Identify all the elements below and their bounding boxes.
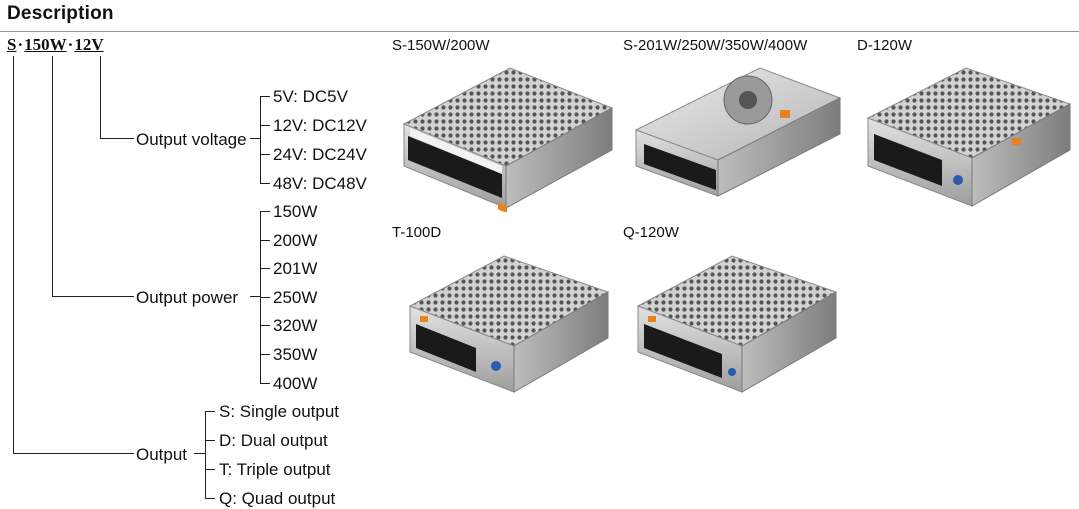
model-code: S·150W·12V bbox=[7, 35, 104, 55]
voltage-option: 24V: DC24V bbox=[273, 145, 367, 164]
product-image-d120w bbox=[862, 62, 1077, 212]
power-option: 400W bbox=[273, 374, 318, 393]
product-caption: S-150W/200W bbox=[392, 37, 490, 54]
page-title: Description bbox=[7, 3, 114, 24]
model-code-separator: · bbox=[67, 35, 74, 54]
product-caption: T-100D bbox=[392, 224, 442, 241]
output-type-option: Q: Quad output bbox=[219, 489, 336, 508]
model-code-series: S bbox=[7, 35, 17, 54]
product-image-s150w bbox=[398, 62, 618, 212]
product-caption: D-120W bbox=[857, 37, 913, 54]
model-code-power: 150W bbox=[24, 35, 67, 54]
product-caption: S-201W/250W/350W/400W bbox=[623, 37, 808, 54]
power-option: 200W bbox=[273, 231, 318, 250]
voltage-option: 5V: DC5V bbox=[273, 87, 348, 106]
power-option: 150W bbox=[273, 202, 318, 221]
product-image-q120w bbox=[632, 250, 842, 398]
power-option: 250W bbox=[273, 288, 318, 307]
product-image-t100d bbox=[404, 250, 614, 398]
output-type-option: D: Dual output bbox=[219, 431, 328, 450]
heading-rule bbox=[0, 31, 1079, 32]
model-code-separator: · bbox=[17, 35, 24, 54]
product-caption: Q-120W bbox=[623, 224, 679, 241]
output-type-label: Output bbox=[136, 445, 188, 464]
voltage-option: 12V: DC12V bbox=[273, 116, 367, 135]
output-type-option: S: Single output bbox=[219, 402, 340, 421]
output-voltage-label: Output voltage bbox=[136, 130, 247, 149]
power-option: 201W bbox=[273, 259, 318, 278]
power-option: 350W bbox=[273, 345, 318, 364]
output-power-label: Output power bbox=[136, 288, 239, 307]
model-code-voltage: 12V bbox=[74, 35, 104, 54]
voltage-option: 48V: DC48V bbox=[273, 174, 367, 193]
output-type-option: T: Triple output bbox=[219, 460, 331, 479]
power-option: 320W bbox=[273, 316, 318, 335]
product-image-s201w bbox=[630, 62, 850, 202]
